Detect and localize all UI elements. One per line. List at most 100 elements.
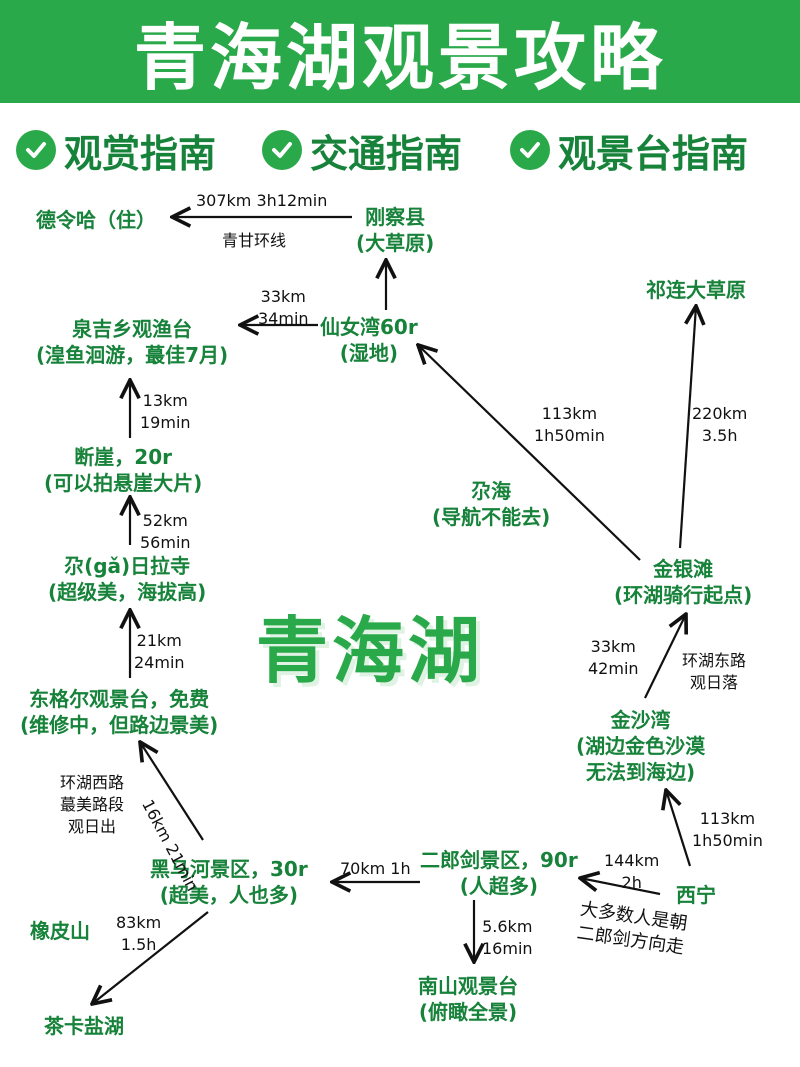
guide-transport: 交通指南 bbox=[262, 118, 462, 182]
node-quanjixiang: 泉吉乡观渔台 (湟鱼洄游，蕞佳7月) bbox=[36, 316, 228, 368]
node-subtitle: (导航不能去) bbox=[432, 505, 551, 529]
node-delingha: 德令哈（住） bbox=[36, 208, 156, 232]
node-subtitle: (环湖骑行起点) bbox=[614, 583, 753, 607]
node-qilian: 祁连大草原 bbox=[646, 278, 746, 302]
note-jinyintan-qilian: 220km 3.5h bbox=[692, 403, 747, 447]
note-time: 34min bbox=[258, 309, 309, 328]
node-subtitle: (俯瞰全景) bbox=[418, 1000, 518, 1024]
note-heimahe-chaka: 83km 1.5h bbox=[116, 912, 161, 956]
node-title: 二郎剑景区，90r bbox=[420, 848, 578, 872]
node-subtitle: (湿地) bbox=[339, 341, 398, 365]
note-time: 2h bbox=[621, 873, 642, 892]
note-time: 42min bbox=[588, 659, 639, 678]
node-title: 仙女湾60r bbox=[320, 315, 418, 339]
note-distance: 33km bbox=[260, 287, 306, 306]
node-subtitle: (维修中，但路边景美) bbox=[20, 713, 219, 737]
note-erlangjian-heimahe: 70km 1h bbox=[340, 859, 411, 878]
arrow-jinshawan-jinyintan bbox=[644, 614, 686, 699]
node-donggeer: 东格尔观景台，免费 (维修中，但路边景美) bbox=[20, 686, 218, 738]
node-title: 尕(gǎ)日拉寺 bbox=[64, 554, 191, 578]
title-banner: 青海湖观景攻略 bbox=[0, 0, 800, 103]
note-gangcha-delingha-route: 青甘环线 bbox=[222, 231, 287, 250]
note-erlangjian-nanshan: 5.6km 16min bbox=[482, 916, 533, 960]
node-jinyintan: 金银滩 (环湖骑行起点) bbox=[614, 556, 752, 608]
arrow-heimahe-donggeer bbox=[140, 742, 204, 841]
node-subtitle: 无法到海边) bbox=[586, 760, 696, 784]
arrow-heimahe-chaka bbox=[92, 911, 209, 1004]
node-chaka: 茶卡盐湖 bbox=[44, 1014, 124, 1038]
page-title: 青海湖观景攻略 bbox=[133, 16, 666, 100]
note-gangcha-delingha-distance: 307km 3h12min bbox=[196, 191, 328, 210]
node-title: 黑马河景区，30r bbox=[150, 857, 308, 881]
arrow-xining-jinshawan bbox=[666, 790, 692, 867]
node-jinshawan: 金沙湾 (湖边金色沙漠 无法到海边) bbox=[576, 707, 705, 785]
node-erlangjian: 二郎剑景区，90r (人超多) bbox=[420, 847, 578, 899]
note-time: 1h50min bbox=[692, 831, 763, 850]
node-subtitle: (超美，人也多) bbox=[159, 883, 298, 907]
check-circle-icon bbox=[510, 130, 550, 170]
note-xining-jinshawan: 113km 1h50min bbox=[692, 808, 763, 852]
node-subtitle: (人超多) bbox=[459, 874, 538, 898]
node-title: 尕海 bbox=[471, 479, 512, 503]
node-subtitle: (可以拍悬崖大片) bbox=[44, 471, 203, 495]
guide-viewing: 观赏指南 bbox=[16, 118, 216, 182]
node-gahai: 尕海 (导航不能去) bbox=[432, 478, 550, 530]
node-xiannvwan: 仙女湾60r (湿地) bbox=[320, 314, 418, 366]
note-line: 观日出 bbox=[68, 817, 117, 836]
check-circle-icon bbox=[16, 130, 56, 170]
node-duanya: 断崖，20r (可以拍悬崖大片) bbox=[44, 444, 202, 496]
guide-label: 交通指南 bbox=[310, 131, 463, 176]
node-subtitle: (湟鱼洄游，蕞佳7月) bbox=[36, 343, 229, 367]
guide-row: 观赏指南 交通指南 观景台指南 bbox=[0, 118, 800, 182]
note-line: 环湖西路 bbox=[60, 773, 125, 792]
arrow-xining-erlangjian bbox=[580, 878, 661, 896]
note-distance: 33km bbox=[590, 637, 636, 656]
note-time: 56min bbox=[140, 533, 191, 552]
note-line: 蕞美路段 bbox=[60, 795, 125, 814]
node-title: 金银滩 bbox=[653, 557, 714, 581]
note-west-road: 环湖西路 蕞美路段 观日出 bbox=[60, 772, 124, 838]
note-garila-duanya: 52km 56min bbox=[140, 510, 191, 554]
note-xining-erlangjian: 144km 2h bbox=[604, 850, 659, 894]
note-jinyintan-xiannvwan: 113km 1h50min bbox=[534, 403, 605, 447]
note-east-road: 环湖东路 观日落 bbox=[682, 650, 746, 694]
node-gangcha: 刚察县 (大草原) bbox=[356, 204, 434, 256]
check-circle-icon bbox=[262, 130, 302, 170]
note-time: 24min bbox=[134, 653, 185, 672]
note-distance: 144km bbox=[604, 851, 660, 870]
arrow-jinyintan-xiannvwan bbox=[418, 345, 641, 561]
note-xiannvwan-quanji: 33km 34min bbox=[258, 286, 309, 330]
note-distance: 220km bbox=[692, 404, 748, 423]
node-nanshan: 南山观景台 (俯瞰全景) bbox=[418, 973, 518, 1025]
note-jinshawan-jinyintan: 33km 42min bbox=[588, 636, 639, 680]
note-time: 1.5h bbox=[120, 935, 157, 954]
note-distance: 13km bbox=[142, 391, 188, 410]
note-time: 1h50min bbox=[534, 426, 605, 445]
note-distance: 52km bbox=[142, 511, 188, 530]
node-heimahe: 黑马河景区，30r (超美，人也多) bbox=[150, 856, 308, 908]
node-title: 泉吉乡观渔台 bbox=[72, 317, 193, 341]
note-distance: 113km bbox=[699, 809, 756, 828]
note-time: 19min bbox=[140, 413, 191, 432]
node-title: 刚察县 bbox=[365, 205, 426, 229]
node-ga-rila: 尕(gǎ)日拉寺 (超级美，海拔高) bbox=[48, 553, 206, 605]
arrow-jinyintan-qilian bbox=[678, 306, 696, 549]
node-subtitle: (湖边金色沙漠 bbox=[576, 734, 706, 758]
node-title: 断崖，20r bbox=[74, 445, 172, 469]
note-line: 环湖东路 bbox=[682, 651, 747, 670]
node-title: 南山观景台 bbox=[418, 974, 518, 998]
note-distance: 21km bbox=[136, 631, 182, 650]
node-xiangpishan: 橡皮山 bbox=[30, 919, 90, 943]
guide-label: 观景台指南 bbox=[558, 131, 749, 176]
note-line: 观日落 bbox=[690, 673, 739, 692]
node-title: 东格尔观景台，免费 bbox=[29, 687, 210, 711]
node-subtitle: (大草原) bbox=[356, 231, 435, 255]
note-time: 3.5h bbox=[701, 426, 738, 445]
note-distance: 83km bbox=[116, 913, 162, 932]
note-distance: 113km bbox=[541, 404, 598, 423]
guide-viewpoint: 观景台指南 bbox=[510, 118, 748, 182]
node-title: 金沙湾 bbox=[610, 708, 671, 732]
center-lake-label: 青海湖 bbox=[256, 609, 485, 693]
note-donggeer-garila: 21km 24min bbox=[134, 630, 185, 674]
note-time: 16min bbox=[482, 939, 533, 958]
